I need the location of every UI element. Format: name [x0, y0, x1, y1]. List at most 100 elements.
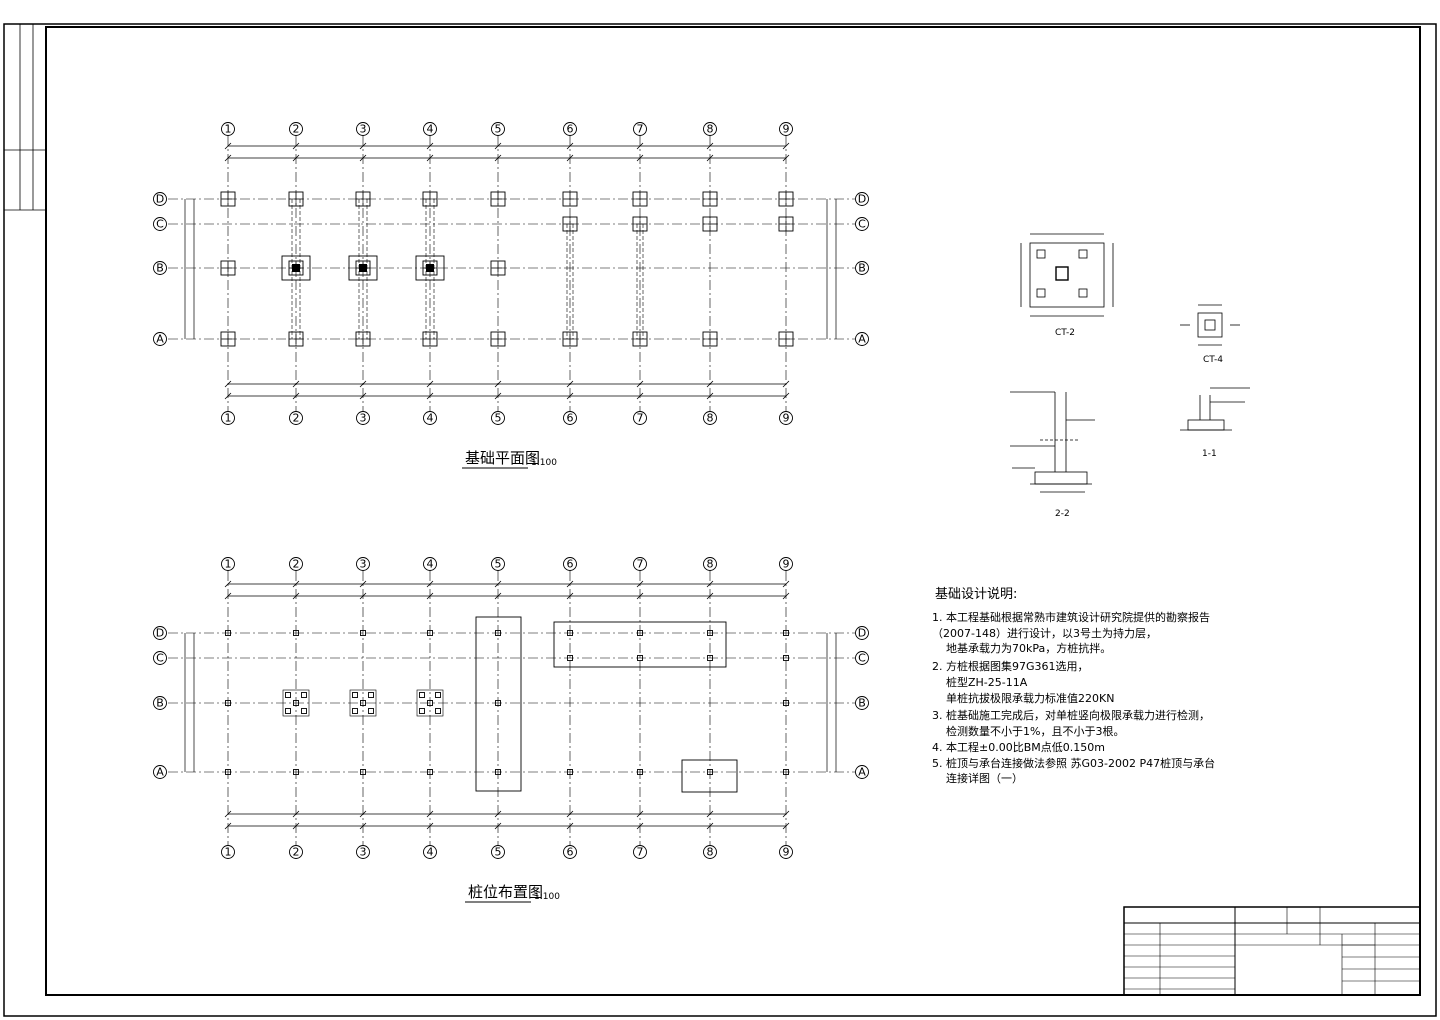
dimension-tick — [494, 154, 502, 162]
grid-axis-label: 7 — [637, 123, 644, 136]
foundation-plan-title: 基础平面图 — [465, 449, 540, 467]
grid-bubble — [423, 557, 437, 571]
pile — [435, 692, 441, 698]
dimension-tick — [636, 822, 644, 830]
grid-bubble — [703, 557, 717, 571]
grid-axis-label: 8 — [707, 123, 714, 136]
grid-bubble — [356, 411, 370, 425]
outer-frame — [3, 23, 1437, 1017]
grid-axis-label: B — [156, 697, 164, 710]
grid-axis-label: A — [156, 333, 164, 346]
grid-bubble — [221, 557, 235, 571]
pile — [225, 630, 231, 636]
grid-axis-label: 3 — [360, 412, 367, 425]
grid-bubble — [633, 845, 647, 859]
grid-axis-label: 9 — [783, 846, 790, 859]
grid-bubble — [289, 557, 303, 571]
dimension-tick — [292, 392, 300, 400]
pile-group-outline — [349, 689, 377, 717]
design-note-line: 4. 本工程±0.00比BM点低0.150m — [932, 740, 1105, 754]
dimension-tick — [224, 142, 232, 150]
grid-axis-label: B — [858, 262, 866, 275]
dimension-tick — [636, 380, 644, 388]
pile — [435, 708, 441, 714]
pile-cap-ct2 — [415, 255, 445, 281]
pile — [285, 692, 291, 698]
design-notes: 基础设计说明: 1. 本工程基础根据常熟市建筑设计研究院提供的勘察报告 （200… — [932, 587, 1215, 785]
grid-axis-label: 9 — [783, 123, 790, 136]
dimension-tick — [706, 154, 714, 162]
dimension-tick — [224, 810, 232, 818]
pile — [427, 769, 433, 775]
dimension-tick — [636, 154, 644, 162]
grid-axis-label: 8 — [707, 412, 714, 425]
grid-bubble — [221, 122, 235, 136]
grid-bubble — [289, 845, 303, 859]
design-note-line: 5. 桩顶与承台连接做法参照 苏G03-2002 P47桩顶与承台 — [932, 756, 1215, 770]
dimension-tick — [426, 142, 434, 150]
pile — [419, 692, 425, 698]
dimension-tick — [494, 810, 502, 818]
grid-bubble — [491, 845, 505, 859]
pile — [567, 769, 573, 775]
dimension-tick — [706, 580, 714, 588]
grid-bubble — [855, 217, 869, 231]
dimension-tick — [359, 592, 367, 600]
grid-bubble — [423, 122, 437, 136]
pile-plan-scale: 1:100 — [534, 892, 560, 902]
dimension-tick — [706, 142, 714, 150]
grid-axis-label: D — [858, 193, 866, 206]
grid-bubble — [563, 845, 577, 859]
grid-bubble — [221, 411, 235, 425]
pile — [783, 769, 789, 775]
grid-axis-label: 5 — [495, 846, 502, 859]
elevation-zone — [681, 759, 738, 793]
grid-axis-label: 1 — [225, 846, 232, 859]
dimension-tick — [566, 392, 574, 400]
grid-bubble — [855, 192, 869, 206]
grid-axis-label: 7 — [637, 412, 644, 425]
pile — [637, 769, 643, 775]
design-note-line: 3. 桩基础施工完成后，对单桩竖向极限承载力进行检测， — [932, 708, 1210, 722]
dimension-tick — [494, 142, 502, 150]
grid-axis-label: 4 — [427, 412, 434, 425]
grid-bubble — [779, 557, 793, 571]
pile — [495, 630, 501, 636]
dimension-tick — [224, 580, 232, 588]
pile — [567, 655, 573, 661]
dimension-tick — [426, 392, 434, 400]
dimension-tick — [566, 580, 574, 588]
grid-bubble — [855, 332, 869, 346]
grid-bubble — [491, 411, 505, 425]
grid-axis-label: 5 — [495, 123, 502, 136]
grid-bubble — [779, 845, 793, 859]
dimension-tick — [782, 380, 790, 388]
pile-cap-column — [426, 264, 434, 272]
dimension-tick — [566, 142, 574, 150]
pile — [707, 630, 713, 636]
grid-axis-label: 6 — [567, 412, 574, 425]
grid-axis-label: 7 — [637, 558, 644, 571]
grid-axis-label: D — [858, 627, 866, 640]
grid-bubble — [153, 626, 167, 640]
pile — [293, 630, 299, 636]
dimension-tick — [494, 580, 502, 588]
dimension-tick — [359, 580, 367, 588]
dimension-tick — [706, 392, 714, 400]
dimension-tick — [224, 392, 232, 400]
pile — [637, 655, 643, 661]
dimension-tick — [292, 580, 300, 588]
title-block — [1123, 906, 1421, 996]
grid-axis-label: D — [156, 193, 164, 206]
dimension-tick — [292, 810, 300, 818]
grid-axis-label: C — [156, 652, 164, 665]
grid-axis-label: 2 — [293, 846, 300, 859]
grid-axis-label: 6 — [567, 558, 574, 571]
grid-bubble — [289, 122, 303, 136]
dimension-tick — [426, 380, 434, 388]
dimension-tick — [292, 592, 300, 600]
grid-axis-label: 3 — [360, 558, 367, 571]
pile — [352, 692, 358, 698]
grid-bubble — [423, 845, 437, 859]
dimension-tick — [706, 380, 714, 388]
